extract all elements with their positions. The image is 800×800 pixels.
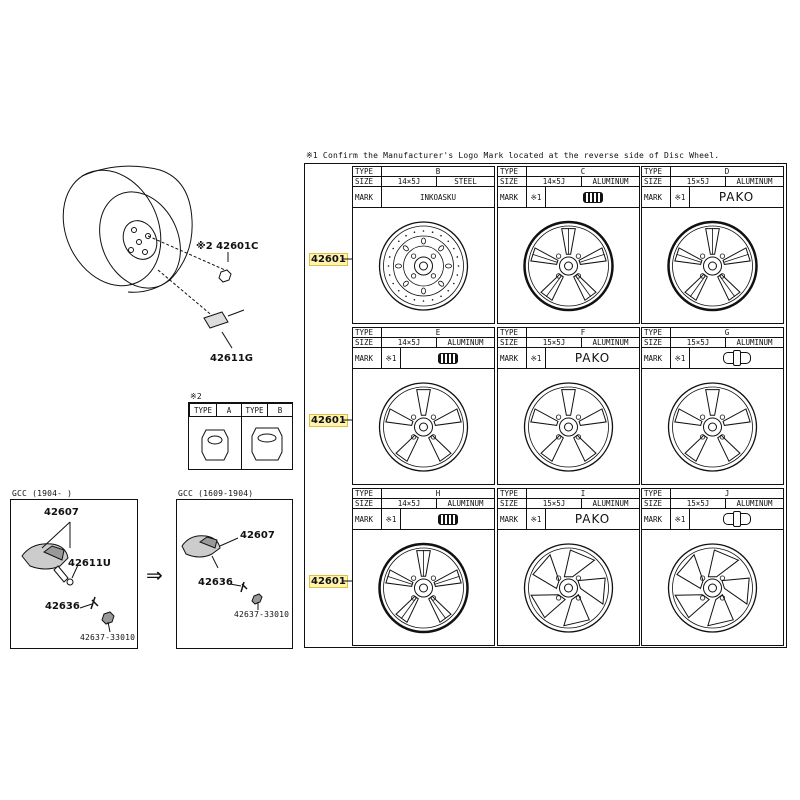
gcc-right-42637[interactable]: 42637-33010 [234,610,290,619]
wheel-b-mark-text: INKOASKU [381,186,495,208]
replacement-arrow: ⇒ [146,563,163,587]
gcc-right-42636[interactable]: 42636 [198,577,233,588]
part-number-42601-row3[interactable]: 42601 [309,575,348,588]
wheel-i-mark-pako: PAKO [545,508,640,530]
gcc-left-title: GCC (1904- ) [12,489,73,498]
part-number-42601-row2[interactable]: 42601 [309,414,348,427]
nut-type-b: B [267,403,293,417]
wheel-c-emblem-icon [545,186,640,208]
gcc-right-title: GCC (1609-1904) [178,489,254,498]
callout-valve-42611g[interactable]: 42611G [210,353,253,364]
wheel-h-emblem-icon [400,508,495,530]
part-number-42601-row1[interactable]: 42601 [309,253,348,266]
callout-nut-42601c[interactable]: ※2 42601C [196,241,259,252]
wheel-table-frame [304,163,787,648]
wheel-j-shield-logo-icon [689,508,784,530]
nut-table-title: ※2 [190,392,202,401]
wheel-f-mark-pako: PAKO [545,347,640,369]
gcc-left-42636[interactable]: 42636 [45,601,80,612]
manufacturer-logo-note: ※1 Confirm the Manufacturer's Logo Mark … [306,151,720,160]
gcc-right-42607[interactable]: 42607 [240,530,275,541]
wheel-g-shield-logo-icon [689,347,784,369]
nut-type-table: TYPE A TYPE B [188,402,293,470]
gcc-left-42611u[interactable]: 42611U [68,558,111,569]
wheel-e-emblem-icon [400,347,495,369]
gcc-left-42637[interactable]: 42637-33010 [80,633,136,642]
gcc-left-42607[interactable]: 42607 [44,507,79,518]
gcc-right-box [176,499,293,649]
wheel-d-mark-pako: PAKO [689,186,784,208]
gcc-left-box [10,499,138,649]
